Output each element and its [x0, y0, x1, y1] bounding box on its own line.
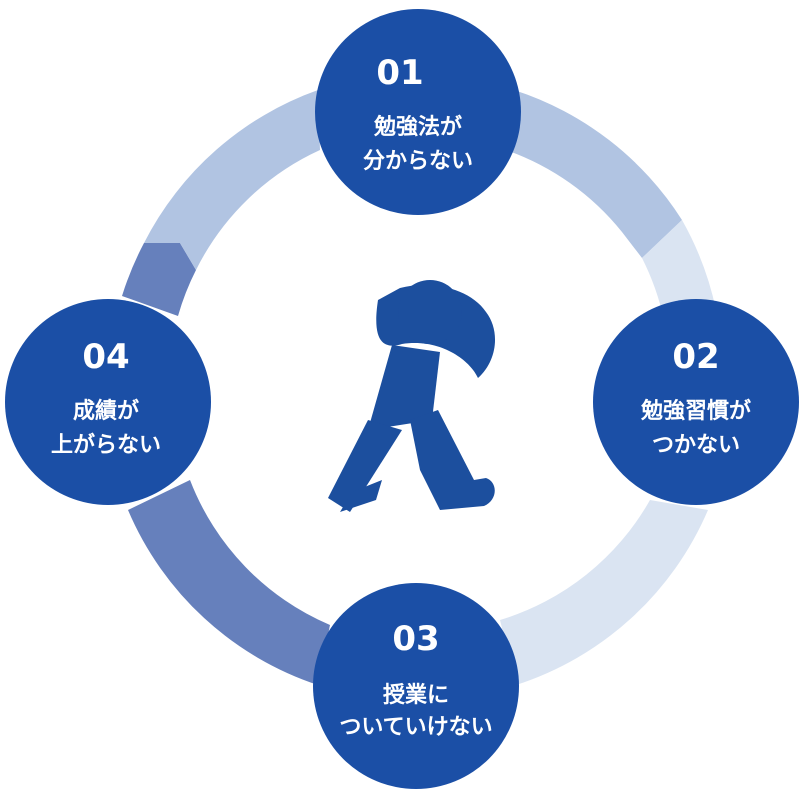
node-02: 02 勉強習慣が つかない [593, 299, 799, 505]
node-03: 03 授業に ついていけない [313, 583, 519, 789]
ring-segment-02-03 [500, 500, 708, 685]
ring-segment-04-01 [144, 90, 320, 270]
ring-segment-01-02-tail [642, 220, 716, 320]
node-04-circle [5, 299, 211, 505]
node-01-circle [315, 9, 521, 215]
node-01-number: 01 [376, 53, 423, 93]
node-02-label-line1: 勉強習慣が [640, 398, 751, 424]
node-02-circle [593, 299, 799, 505]
node-01-label-line2: 分からない [363, 149, 473, 174]
node-01: 01 勉強法が 分からない [315, 9, 521, 215]
node-04-number: 04 [82, 337, 129, 377]
person-holding-head-icon [328, 280, 496, 512]
node-02-label-line2: つかない [652, 433, 740, 458]
node-01-label-line1: 勉強法が [373, 114, 462, 140]
node-03-circle [313, 583, 519, 789]
node-03-label-line2: ついていけない [339, 715, 492, 740]
node-03-label-line1: 授業に [383, 683, 449, 708]
node-04-label-line2: 上がらない [51, 432, 161, 458]
ring-segment-01-02 [506, 90, 682, 258]
ring-segment-03-04 [128, 480, 330, 685]
node-04: 04 成績が 上がらない [5, 299, 211, 505]
node-03-number: 03 [392, 619, 439, 659]
node-04-label-line1: 成績が [73, 398, 139, 424]
node-02-number: 02 [672, 337, 719, 377]
cycle-ring [122, 90, 716, 685]
ring-segment-04-01-dark [122, 243, 196, 316]
